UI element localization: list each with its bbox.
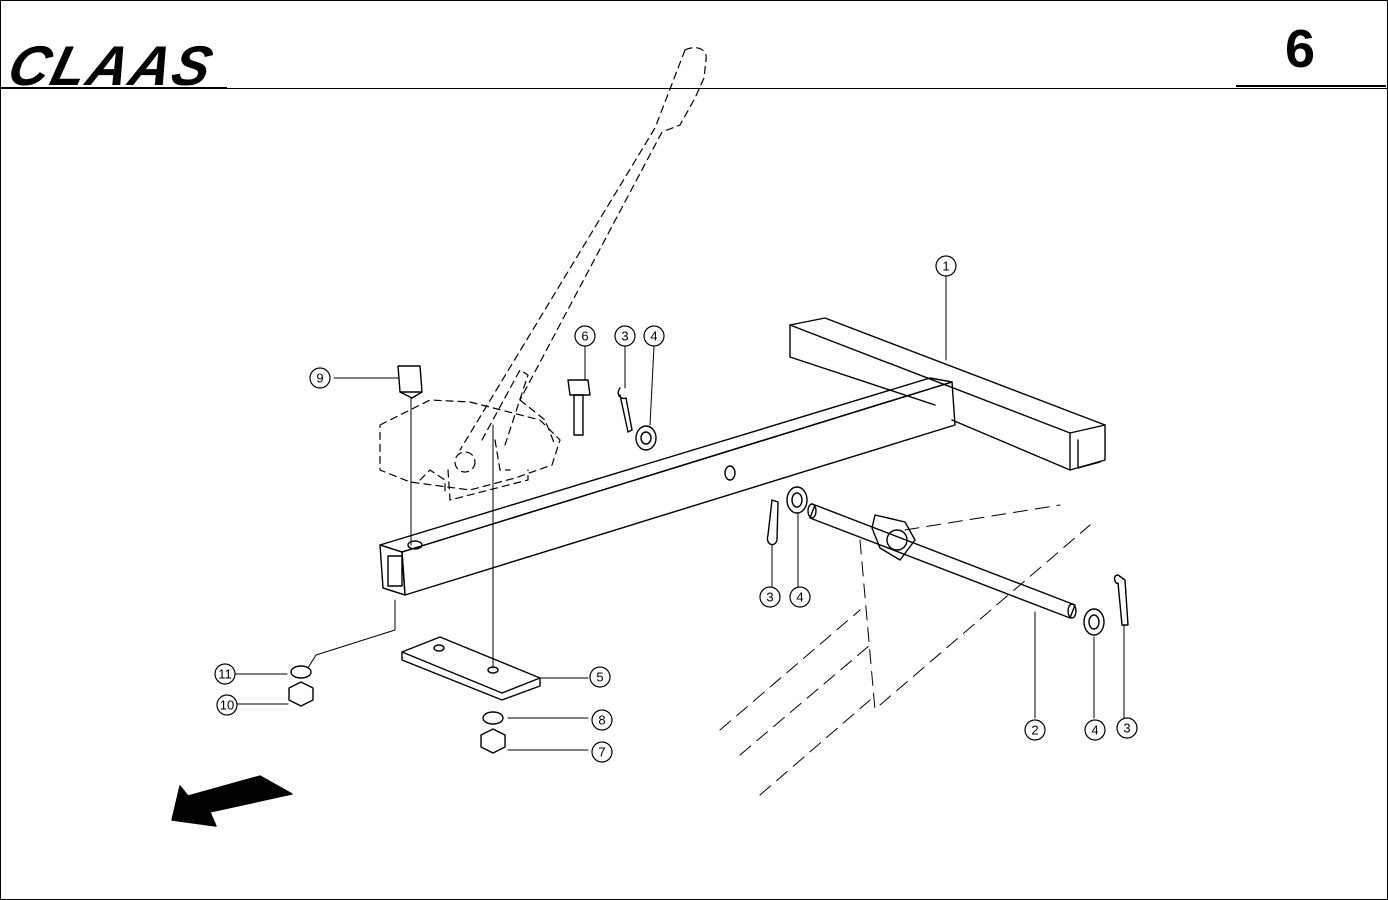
split-pins bbox=[617, 387, 1129, 626]
callout-circle bbox=[214, 663, 236, 685]
callout-label: 6 bbox=[581, 329, 588, 344]
callout-c7: 7 bbox=[591, 741, 613, 763]
callout-circle bbox=[789, 586, 811, 608]
main-frame-beam bbox=[379, 377, 956, 596]
pivot-pin bbox=[807, 503, 1077, 619]
callout-circle bbox=[759, 586, 781, 608]
leader-lines bbox=[235, 275, 1125, 751]
callout-circle bbox=[643, 325, 665, 347]
callout-label: 9 bbox=[316, 371, 323, 386]
callout-circle bbox=[591, 709, 613, 731]
callout-circle bbox=[591, 741, 613, 763]
callout-c1: 1 bbox=[935, 255, 957, 277]
clamp-plate bbox=[401, 424, 541, 701]
callout-circle bbox=[216, 694, 238, 716]
page-number: 6 bbox=[1285, 19, 1316, 79]
callout-c11: 11 bbox=[214, 663, 236, 685]
callout-label: 3 bbox=[1123, 721, 1130, 736]
callout-label: 11 bbox=[218, 667, 232, 682]
callout-c8: 8 bbox=[591, 709, 613, 731]
washers bbox=[290, 425, 1105, 725]
header-divider bbox=[0, 88, 1388, 89]
callout-c4a: 4 bbox=[643, 325, 665, 347]
callout-c3a: 3 bbox=[614, 325, 636, 347]
callout-c6: 6 bbox=[574, 325, 596, 347]
callout-label: 5 bbox=[596, 670, 603, 685]
hand-lever-phantom bbox=[379, 47, 707, 501]
callout-circle bbox=[1024, 719, 1046, 741]
bolt-6 bbox=[567, 379, 591, 436]
callout-c4c: 4 bbox=[1084, 719, 1106, 741]
callout-label: 4 bbox=[650, 329, 657, 344]
callout-c3b: 3 bbox=[759, 586, 781, 608]
bolt-9 bbox=[397, 365, 423, 546]
callout-c5: 5 bbox=[589, 666, 611, 688]
callout-label: 1 bbox=[942, 259, 949, 274]
page-number-underline bbox=[1236, 85, 1386, 87]
callout-label: 4 bbox=[796, 590, 803, 605]
callout-circle bbox=[1116, 717, 1138, 739]
callout-label: 8 bbox=[598, 713, 605, 728]
callout-c2: 2 bbox=[1024, 719, 1046, 741]
callout-label: 3 bbox=[766, 590, 773, 605]
callout-label: 7 bbox=[598, 745, 605, 760]
callout-label: 4 bbox=[1091, 723, 1098, 738]
callout-c10: 10 bbox=[216, 694, 238, 716]
callout-label: 10 bbox=[220, 698, 234, 713]
callout-circle bbox=[574, 325, 596, 347]
context-phantom-lines bbox=[719, 504, 1091, 796]
callout-circle bbox=[614, 325, 636, 347]
callout-circle bbox=[589, 666, 611, 688]
callout-circle bbox=[1084, 719, 1106, 741]
direction-arrow-icon bbox=[171, 775, 293, 827]
cross-channel bbox=[789, 317, 1106, 471]
callout-c9: 9 bbox=[309, 367, 331, 389]
callout-c4b: 4 bbox=[789, 586, 811, 608]
callout-circle bbox=[309, 367, 331, 389]
callout-group: 1 2 3 3 3 4 4 4 5 6 7 8 9 10 11 bbox=[214, 255, 1138, 763]
callout-circle bbox=[935, 255, 957, 277]
callout-label: 2 bbox=[1031, 723, 1038, 738]
callout-c3c: 3 bbox=[1116, 717, 1138, 739]
nuts bbox=[288, 681, 506, 754]
callout-label: 3 bbox=[621, 329, 628, 344]
